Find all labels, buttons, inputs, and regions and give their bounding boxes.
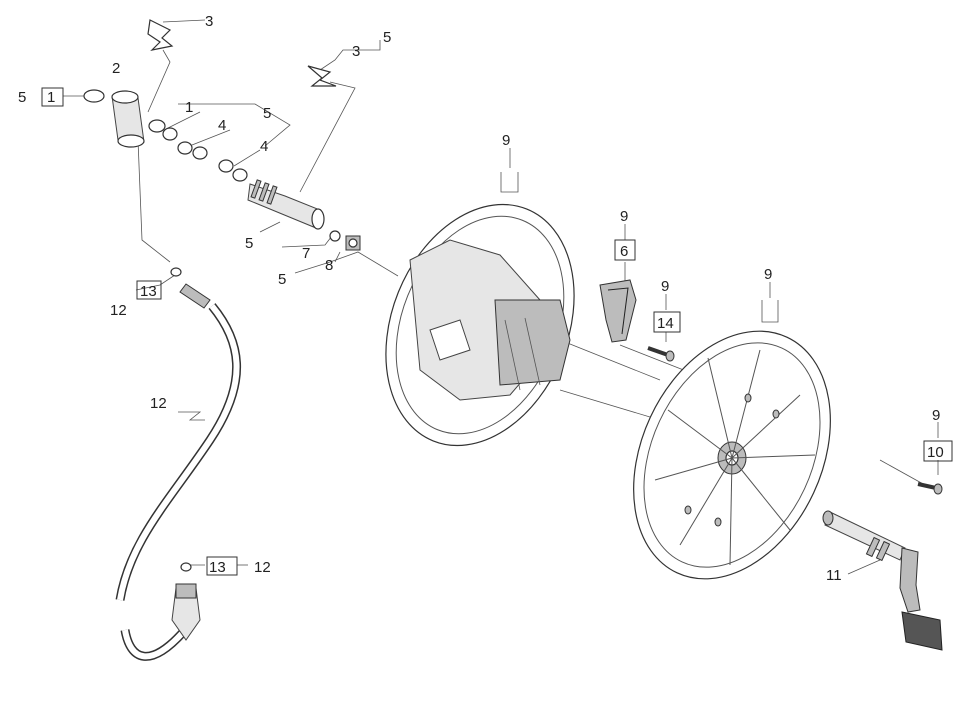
bearing-sleeve [111, 90, 166, 148]
label-clip6-box: 6 [620, 243, 628, 260]
label-seal-ref: 5 [263, 105, 271, 122]
label-nut-8: 8 [325, 257, 333, 274]
label-crank-11: 11 [826, 567, 842, 584]
label-part-2: 2 [112, 60, 120, 77]
label-group-ref: 5 [278, 271, 286, 288]
label-hose-oring-box: 13 [140, 283, 157, 300]
o-rings-4 [177, 141, 248, 182]
label-boxes [41, 87, 953, 576]
label-seal-1: 1 [185, 99, 193, 116]
swivel-axle [247, 179, 325, 230]
label-ring-box: 1 [47, 89, 55, 106]
spring-clip-mid [307, 65, 337, 87]
part-labels: 3 2 5 1 1 5 4 4 5 3 5 7 8 5 13 12 12 13 … [18, 13, 944, 584]
label-oring-4b: 4 [260, 138, 268, 155]
label-axle-ref: 5 [245, 235, 253, 252]
label-clip-top: 3 [205, 13, 213, 30]
crank-handle [822, 510, 943, 651]
seal-ring [162, 127, 178, 141]
hose-assembly [115, 267, 242, 661]
label-clip6-ref: 9 [620, 208, 628, 225]
retaining-ring-left [83, 89, 105, 103]
label-oring-4a: 4 [218, 117, 226, 134]
label-screw14-ref: 9 [661, 278, 669, 295]
screw-10 [917, 482, 943, 495]
label-ring-ref: 5 [18, 89, 26, 106]
label-screw10-ref: 9 [932, 407, 940, 424]
label-drum-right: 9 [764, 266, 772, 283]
label-hose-bottom-ref: 12 [254, 559, 271, 576]
label-hose-mid: 12 [150, 395, 167, 412]
label-drum-left: 9 [502, 132, 510, 149]
label-screw10-box: 10 [927, 444, 944, 461]
spring-clip-top [147, 19, 174, 51]
label-clip-box-num: 3 [352, 43, 360, 60]
label-hose-oring-ref: 12 [110, 302, 127, 319]
label-hose-bottom-box: 13 [209, 559, 226, 576]
label-screw14-box: 14 [657, 315, 674, 332]
clip-6 [599, 279, 637, 343]
o-ring-7 [329, 230, 341, 242]
leader-lines [63, 19, 939, 575]
screw-14 [647, 346, 675, 362]
label-oring-7: 7 [302, 245, 310, 262]
nut-8 [345, 235, 361, 251]
label-clip-box-ref: 5 [383, 29, 391, 46]
drum-disc-right [633, 330, 831, 580]
drum-disc-left [385, 203, 575, 447]
